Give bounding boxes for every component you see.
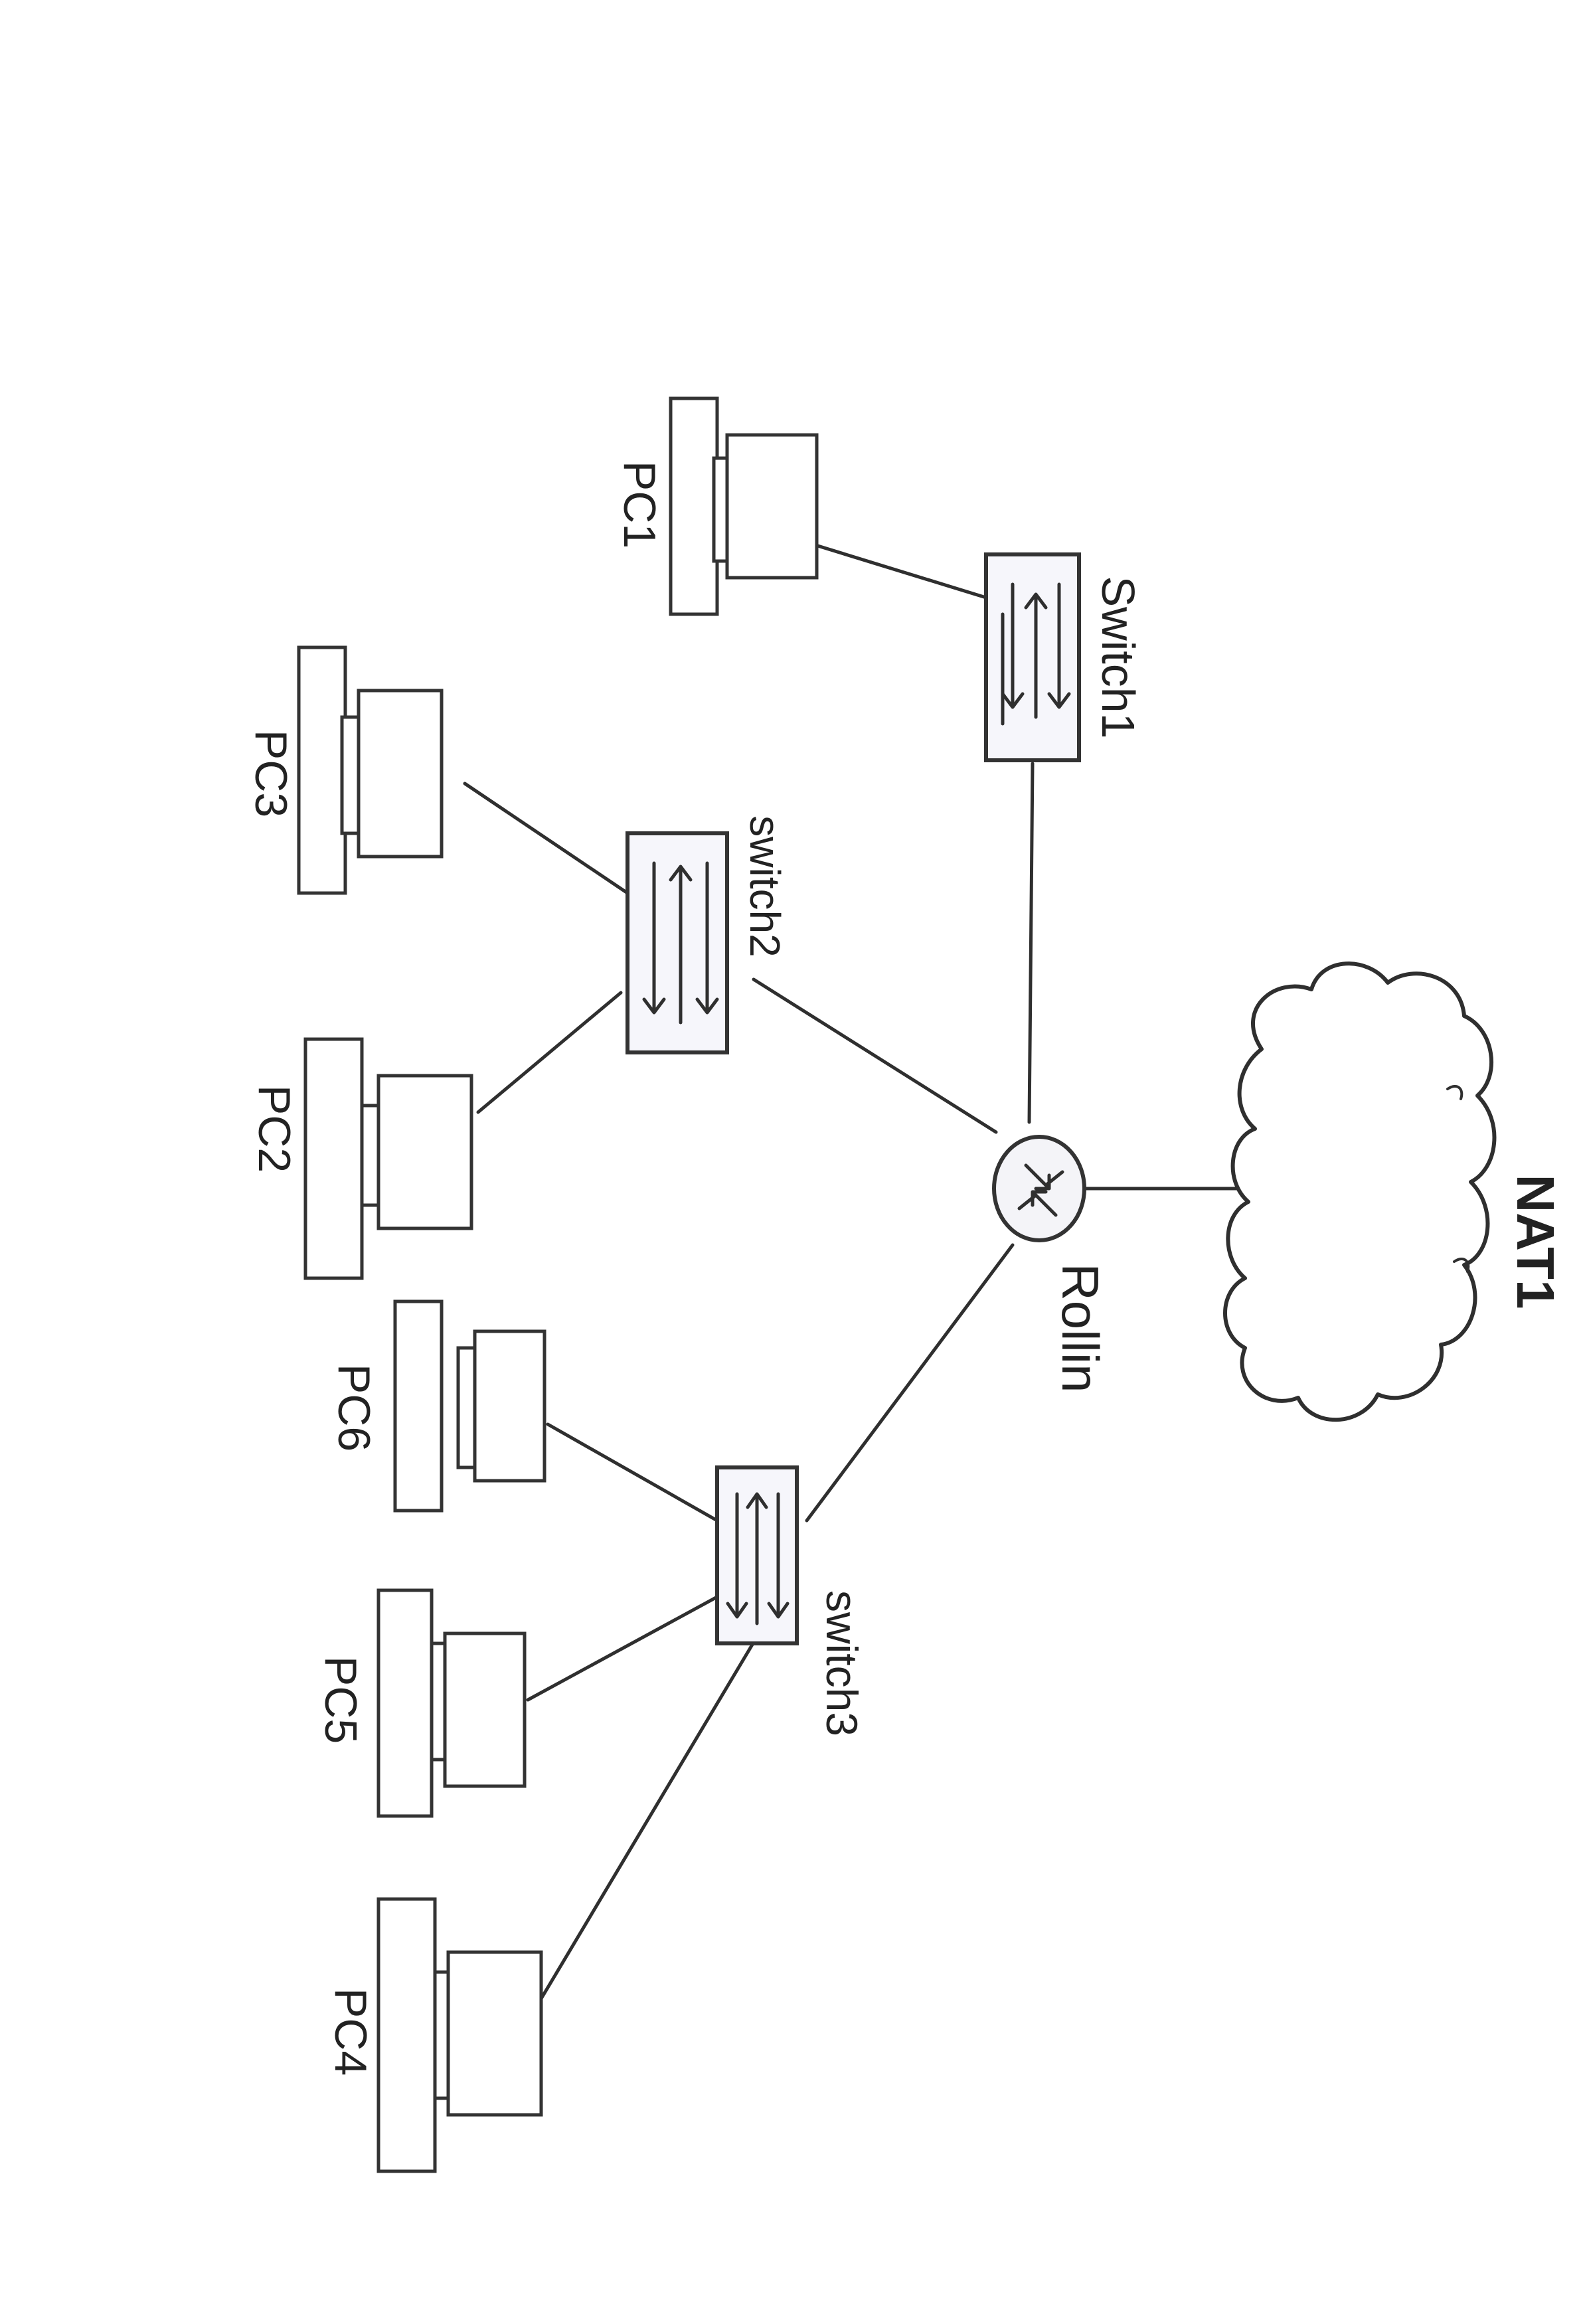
pc6-monitor (473, 1329, 546, 1483)
switch2-label: switch2 (741, 815, 789, 957)
pc4-base (376, 1897, 437, 2173)
pc2-base (303, 1037, 364, 1280)
link-router-switch3 (805, 1243, 1015, 1523)
switch2-arrows-icon (642, 861, 719, 1025)
switch1-body (984, 552, 1081, 762)
link-switch1-router (1027, 762, 1035, 1124)
pc-1: PC1 (614, 396, 819, 616)
pc3-base (297, 645, 347, 895)
switch3-label: switch3 (817, 1590, 867, 1736)
pc-6: PC6 (329, 1299, 546, 1513)
pc3-label: PC3 (246, 730, 296, 817)
link-switch2-pc3 (463, 782, 629, 895)
links (463, 542, 1240, 2001)
pc6-base (393, 1299, 444, 1513)
pc2-label: PC2 (249, 1085, 299, 1173)
pc5-label: PC5 (315, 1656, 366, 1744)
switch3-arrows-icon (726, 1492, 790, 1625)
pc-5: PC5 (315, 1588, 527, 1818)
link-switch2-pc2 (476, 991, 623, 1114)
router-label: Rollin (1051, 1263, 1110, 1392)
cloud-inner-marks (1446, 1085, 1470, 1273)
pc4-label: PC4 (325, 1988, 376, 2076)
switch-1: Switch1 (984, 552, 1144, 762)
router-arrows-icon (1017, 1163, 1064, 1217)
pc5-monitor (443, 1631, 527, 1788)
switch-3: switch3 (715, 1465, 867, 1736)
pc5-base (376, 1588, 434, 1818)
switch2-body (626, 831, 729, 1054)
pc1-base (669, 396, 719, 616)
pc-3: PC3 (246, 645, 444, 895)
switch1-arrows-icon (1001, 582, 1071, 726)
cloud-label: NAT1 (1506, 1175, 1565, 1309)
link-switch3-pc4 (539, 1635, 759, 2001)
pc3-monitor (357, 689, 444, 859)
link-pc1-switch1 (811, 542, 988, 600)
link-switch3-pc5 (526, 1595, 719, 1702)
pc6-label: PC6 (329, 1364, 379, 1452)
link-switch2-router (752, 977, 998, 1134)
pc1-monitor (725, 433, 819, 580)
link-switch3-pc6 (546, 1422, 719, 1523)
cloud: NAT1 (1223, 961, 1565, 1422)
switch1-label: Switch1 (1092, 576, 1144, 738)
cloud-icon (1223, 961, 1497, 1422)
pc-4: PC4 (325, 1897, 543, 2173)
switch-2: switch2 (626, 815, 789, 1054)
pc4-monitor (446, 1950, 543, 2117)
pc1-label: PC1 (614, 461, 665, 548)
pc2-monitor (376, 1074, 473, 1230)
pc-2: PC2 (249, 1037, 473, 1280)
router: Rollin (992, 1135, 1110, 1393)
